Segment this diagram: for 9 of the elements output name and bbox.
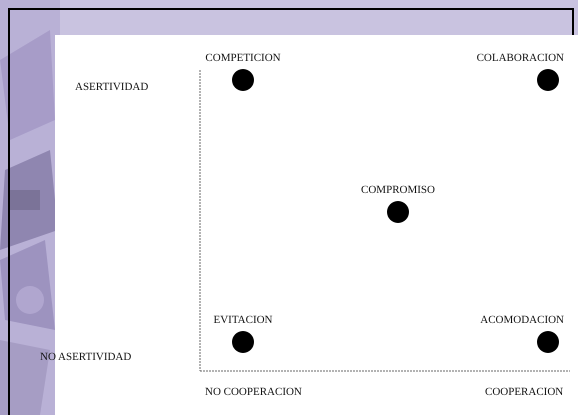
point-label: COMPROMISO <box>361 184 435 196</box>
axis-label: ASERTIVIDAD <box>75 81 148 93</box>
point-label: COLABORACION <box>476 52 564 64</box>
point-label: ACOMODACION <box>480 314 564 326</box>
axis-label: NO COOPERACION <box>205 386 302 398</box>
axis-label: NO ASERTIVIDAD <box>40 351 132 363</box>
axis-label: COOPERACION <box>485 386 564 398</box>
point-label: EVITACION <box>214 314 272 326</box>
point-label: COMPETICION <box>205 52 281 64</box>
